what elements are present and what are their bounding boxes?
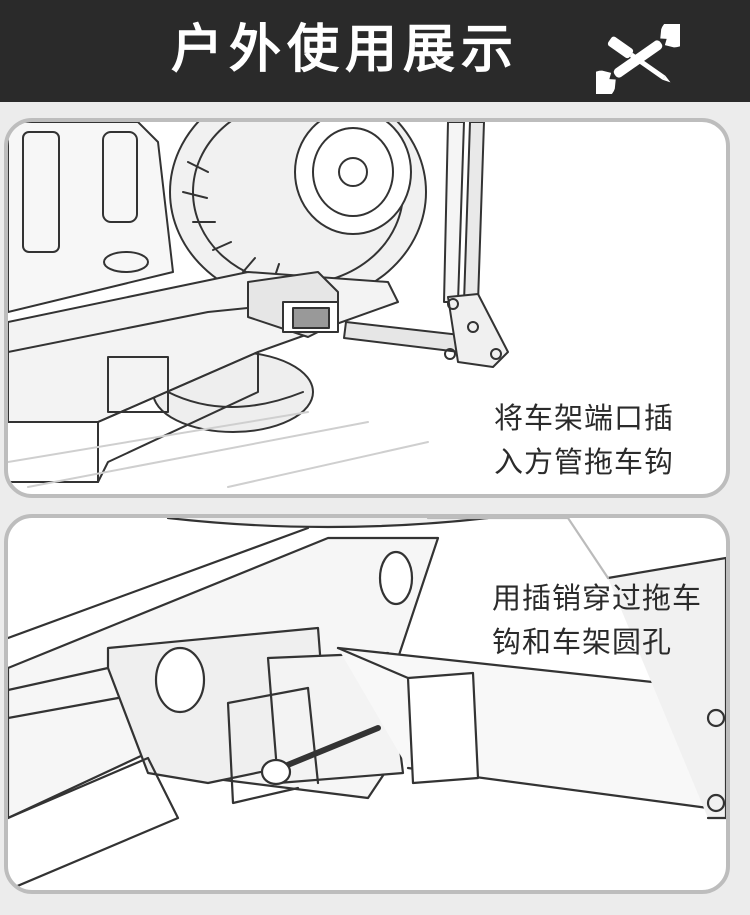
- wrench-screwdriver-icon: [596, 24, 680, 94]
- illustration-panel-1: 将车架端口插 入方管拖车钩: [4, 118, 730, 498]
- caption-line: 用插销穿过拖车: [492, 581, 703, 615]
- caption-line: 将车架端口插: [494, 401, 675, 435]
- panel-1-caption: 将车架端口插 入方管拖车钩: [494, 396, 674, 484]
- panel-2-caption: 用插销穿过拖车 钩和车架圆孔: [492, 576, 702, 664]
- caption-line: 钩和车架圆孔: [492, 625, 673, 659]
- illustration-panel-2: 用插销穿过拖车 钩和车架圆孔: [4, 514, 730, 894]
- caption-line: 入方管拖车钩: [494, 445, 675, 479]
- page-title: 户外使用展示: [170, 20, 519, 80]
- header-bar: 户外使用展示: [0, 0, 750, 102]
- hitch-pin-illustration: [8, 518, 726, 890]
- hitch-insert-illustration: [8, 122, 509, 488]
